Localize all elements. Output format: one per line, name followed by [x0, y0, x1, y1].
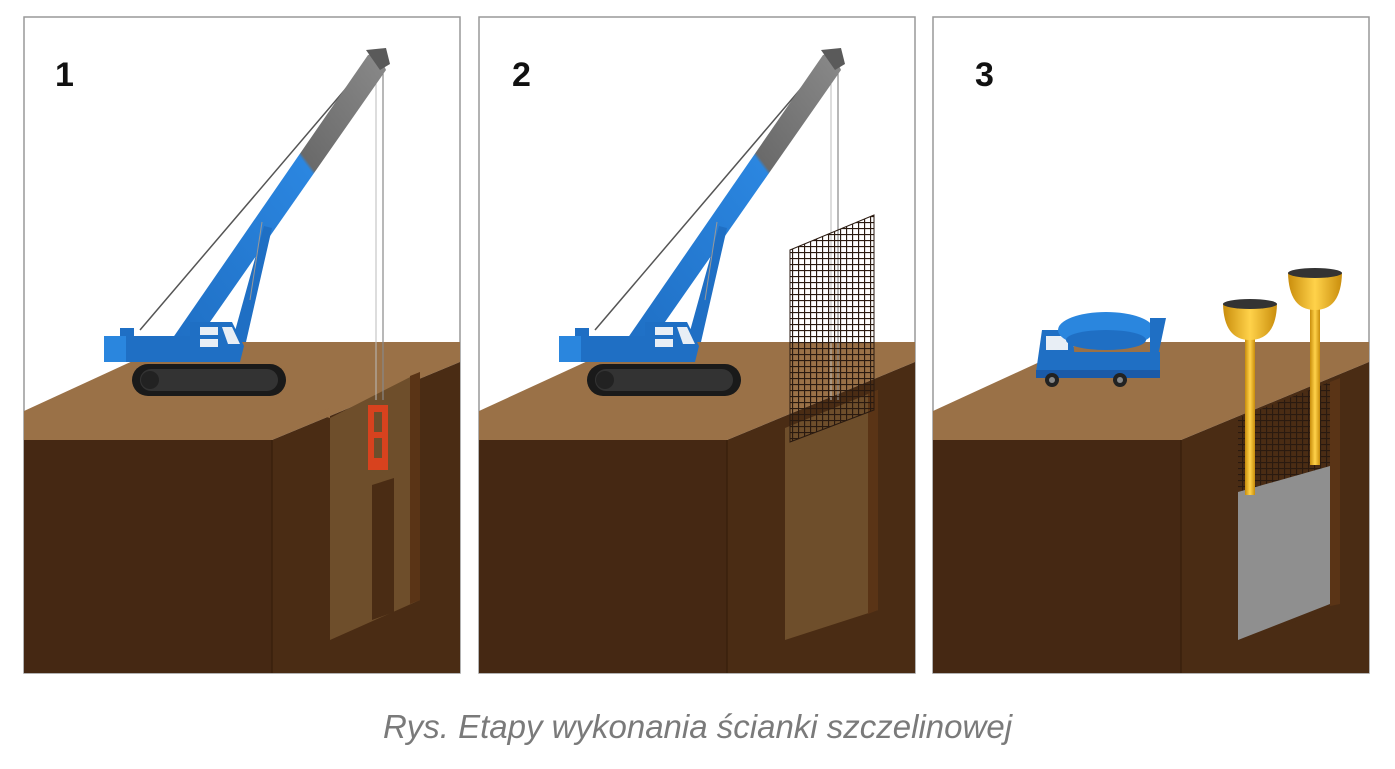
- figure-caption: Rys. Etapy wykonania ścianki szczelinowe…: [382, 708, 1013, 745]
- panel-2: 2: [478, 16, 916, 674]
- trench: [785, 390, 878, 640]
- step-number-2: 2: [512, 56, 531, 94]
- tremie-pipe-1: [1223, 299, 1277, 495]
- concrete-fill: [1238, 466, 1330, 640]
- panel-3: 3: [932, 16, 1370, 674]
- step-number-1: 1: [55, 56, 74, 94]
- tremie-pipe-2: [1288, 268, 1342, 465]
- panel-1: 1: [23, 16, 461, 674]
- rebar-cage: [789, 214, 875, 443]
- concrete-mixer-truck: [1036, 312, 1166, 387]
- step-number-3: 3: [975, 56, 994, 94]
- trench: [316, 372, 420, 640]
- trench: [1238, 378, 1340, 640]
- trench-grab-tool: [368, 405, 388, 470]
